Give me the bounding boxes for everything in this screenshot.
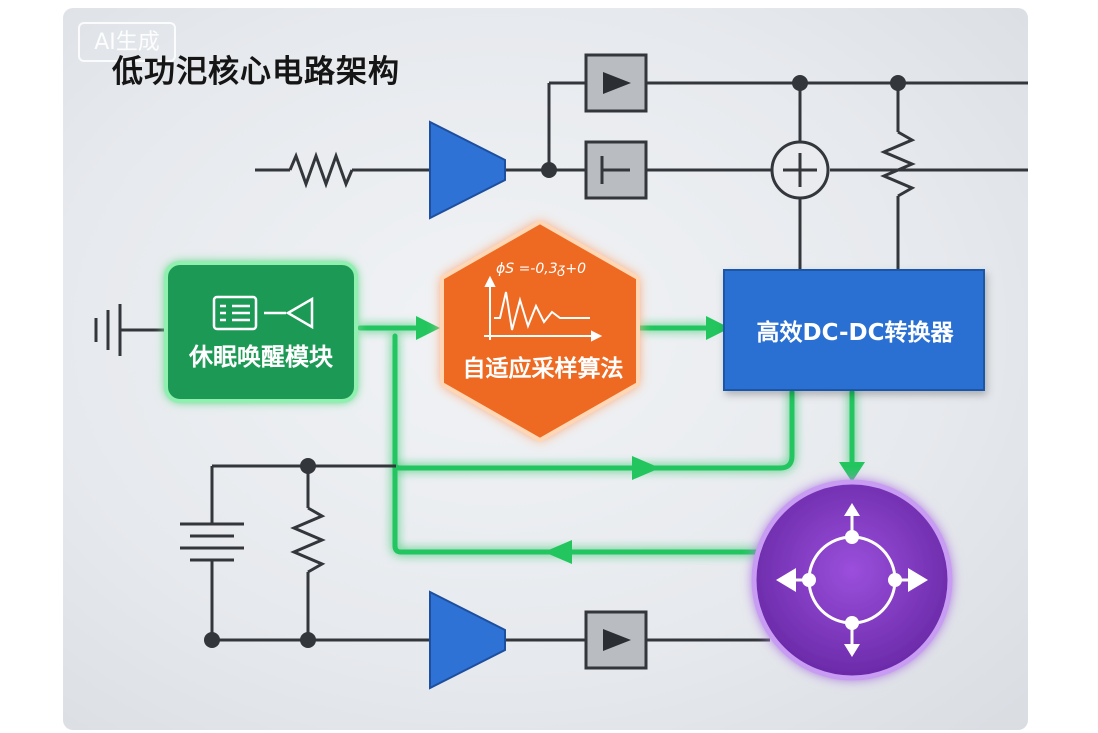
dcdc-block <box>723 269 985 391</box>
diagram-title: 低功汜核心电路架构 <box>112 54 400 90</box>
top-nodes <box>541 75 906 178</box>
top-amplifier-icon <box>429 120 506 220</box>
adaptive-sampling-label: 自适应采样算法 <box>462 356 624 382</box>
bottom-amplifier-icon <box>429 590 506 690</box>
top-diode-icon <box>584 53 648 113</box>
switch-box-icon <box>584 140 648 200</box>
diagram-panel <box>63 8 1028 730</box>
waveform-icon <box>484 275 603 342</box>
four-way-arrows-icon <box>776 503 928 657</box>
memory-chip-icon <box>212 295 258 331</box>
bottom-nodes <box>204 458 316 648</box>
ground-icon <box>94 304 168 356</box>
adaptive-sampling-block <box>440 220 640 442</box>
circuit-diagram <box>94 53 1028 690</box>
ai-generated-watermark: AI生成 <box>78 22 176 62</box>
power-hub <box>751 479 953 681</box>
dcdc-label: 高效DC-DC转换器 <box>756 320 954 346</box>
sleep-wake-block <box>164 261 358 403</box>
feedback-resistor-icon <box>880 130 916 198</box>
sleep-wake-label: 休眠唤醒模块 <box>189 343 333 371</box>
battery-icon <box>180 522 244 562</box>
top-wiring <box>255 81 1028 272</box>
bottom-diode-icon <box>584 610 648 670</box>
bottom-resistor-icon <box>290 506 326 574</box>
summing-junction-icon <box>770 140 830 200</box>
input-resistor-icon <box>288 151 354 189</box>
speaker-icon <box>264 296 314 330</box>
green-arrowheads <box>416 316 865 564</box>
sampling-formula: ϕS =-0,3ᵹ+0 <box>496 261 587 277</box>
